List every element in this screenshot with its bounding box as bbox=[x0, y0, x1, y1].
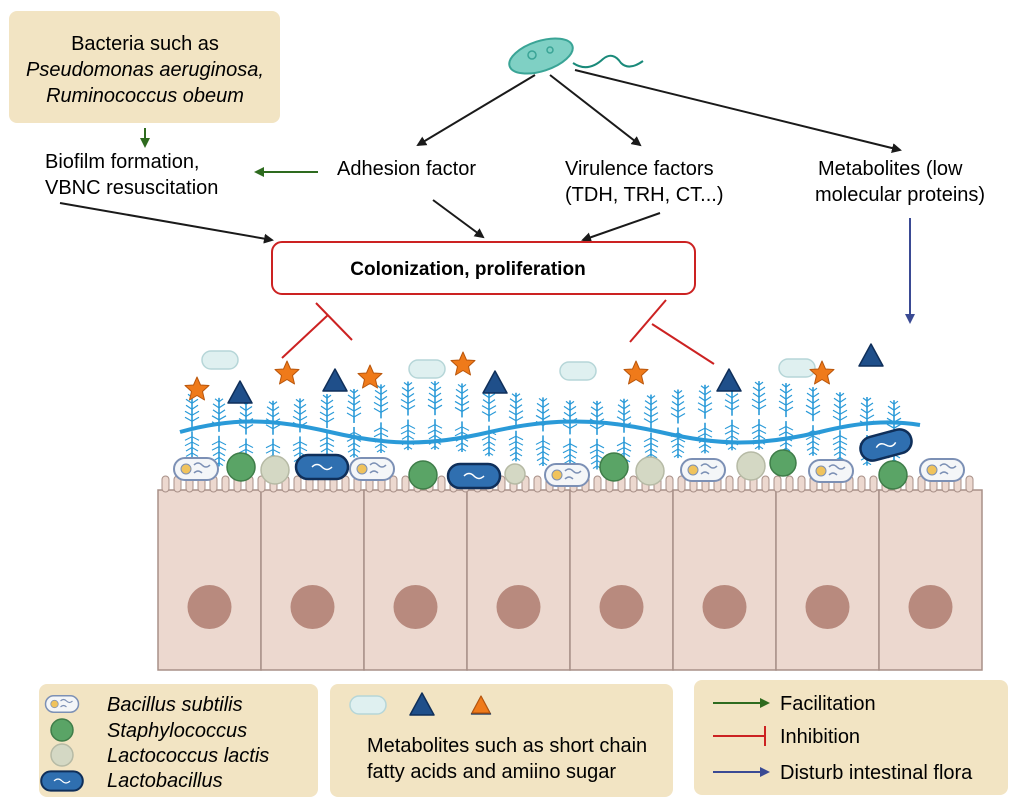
cell-nucleus bbox=[599, 585, 644, 629]
legend-staphylococcus: Staphylococcus bbox=[107, 720, 247, 742]
cell-nucleus bbox=[187, 585, 232, 629]
legend-lactobacillus: Lactobacillus bbox=[107, 770, 223, 792]
virulence-line1: Virulence factors bbox=[565, 158, 714, 180]
legend-metabolites-line2: fatty acids and amiino sugar bbox=[367, 761, 616, 783]
colonization-box bbox=[271, 241, 696, 295]
cell-nucleus bbox=[702, 585, 747, 629]
arrow-virulence-to-colonization bbox=[581, 212, 661, 243]
lactobacillus-legend-icon bbox=[40, 770, 84, 792]
bacteria-box-line1: Bacteria such as bbox=[71, 33, 219, 55]
lactococcus-legend-icon bbox=[50, 743, 74, 767]
legend-metabolites-line1: Metabolites such as short chain bbox=[367, 735, 647, 757]
legend-lactococcus: Lactococcus lactis bbox=[107, 745, 269, 767]
legend-bacteria-panel bbox=[39, 684, 318, 797]
adhesion-label: Adhesion factor bbox=[337, 158, 476, 180]
cell-nucleus bbox=[908, 585, 953, 629]
metabolite-particles bbox=[184, 343, 884, 404]
bacteria-box bbox=[9, 11, 280, 123]
cell-nucleus bbox=[393, 585, 438, 629]
bacillus-legend-icon bbox=[44, 695, 80, 713]
colonization-label: Colonization, proliferation bbox=[350, 259, 585, 280]
metabolites-top-line2: molecular proteins) bbox=[815, 184, 985, 206]
legend-facilitation: Facilitation bbox=[780, 693, 876, 715]
biofilm-line2: VBNC resuscitation bbox=[45, 177, 218, 199]
legend-arrows-panel bbox=[694, 680, 1008, 795]
biofilm-line1: Biofilm formation, bbox=[45, 151, 200, 173]
epithelial-cell bbox=[260, 489, 365, 671]
arrow-to-adhesion bbox=[416, 74, 536, 147]
cell-nucleus bbox=[290, 585, 335, 629]
arrow-to-virulence bbox=[549, 74, 642, 147]
epithelial-cell bbox=[672, 489, 777, 671]
inhibition-right bbox=[629, 299, 715, 365]
cell-nucleus bbox=[496, 585, 541, 629]
inhibition-left bbox=[281, 302, 353, 359]
metabolites-top-line1: Metabolites (low bbox=[818, 158, 963, 180]
cell-nucleus bbox=[805, 585, 850, 629]
mucus-wave bbox=[179, 419, 921, 445]
arrow-to-metabolites bbox=[574, 69, 902, 153]
bacteria-box-line3: Ruminococcus obeum bbox=[46, 85, 244, 107]
legend-inhibition: Inhibition bbox=[780, 726, 860, 748]
epithelial-cell bbox=[775, 489, 880, 671]
legend-disturb: Disturb intestinal flora bbox=[780, 762, 973, 784]
legend-bacillus: Bacillus subtilis bbox=[107, 694, 243, 716]
epithelial-cell bbox=[157, 489, 262, 671]
epithelial-cell bbox=[363, 489, 468, 671]
pill-legend-icon bbox=[349, 695, 387, 715]
gut-bacteria-row bbox=[173, 425, 965, 490]
arrow-adhesion-to-colonization bbox=[432, 199, 485, 239]
epithelial-cell bbox=[569, 489, 674, 671]
virulence-line2: (TDH, TRH, CT...) bbox=[565, 184, 724, 206]
staphylococcus-legend-icon bbox=[50, 718, 74, 742]
vibrio-bacterium-icon bbox=[508, 37, 644, 75]
arrow-biofilm-to-colonization bbox=[59, 202, 274, 244]
epithelial-cell bbox=[878, 489, 983, 671]
bacteria-box-line2: Pseudomonas aeruginosa, bbox=[26, 59, 264, 81]
epithelial-cell bbox=[466, 489, 571, 671]
intestinal-epithelium bbox=[157, 489, 983, 671]
